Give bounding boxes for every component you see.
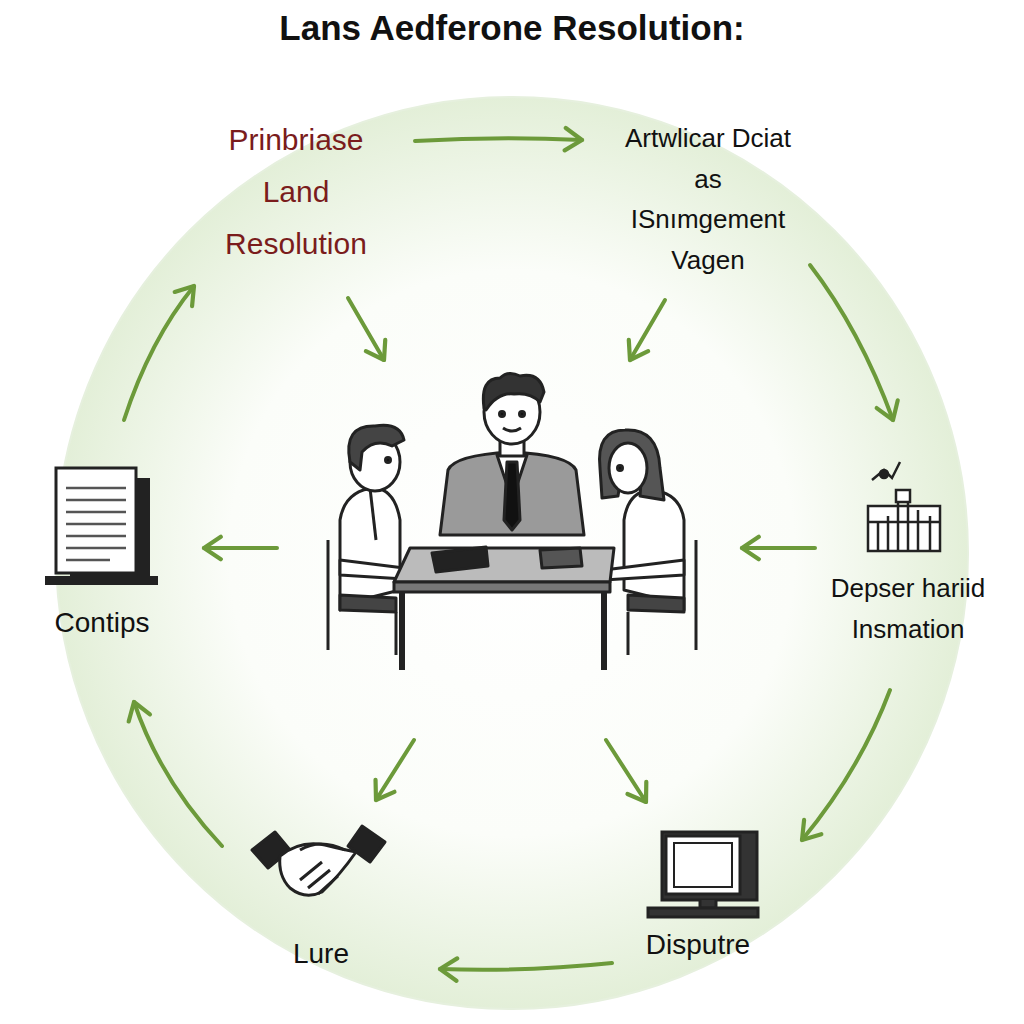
icon-label: Disputre bbox=[608, 928, 788, 962]
building-icon bbox=[868, 462, 940, 551]
computer-icon bbox=[648, 832, 758, 917]
step-label: Artwlicar Dciat as ISnımgement Vagen bbox=[618, 118, 798, 280]
document-icon bbox=[45, 468, 158, 585]
background-circle bbox=[56, 97, 968, 1009]
handshake-icon bbox=[252, 826, 385, 895]
icon-label: Lure bbox=[241, 937, 401, 971]
diagram-title: Lans Aedferone Resolution: bbox=[279, 8, 744, 48]
cycle-arrows bbox=[124, 138, 893, 970]
meeting-illustration bbox=[328, 373, 696, 670]
step-label: Depser hariid Insmation bbox=[808, 568, 1008, 650]
step-label: Prinbriase Land Resolution bbox=[206, 114, 386, 270]
icon-label: Contips bbox=[22, 606, 182, 640]
